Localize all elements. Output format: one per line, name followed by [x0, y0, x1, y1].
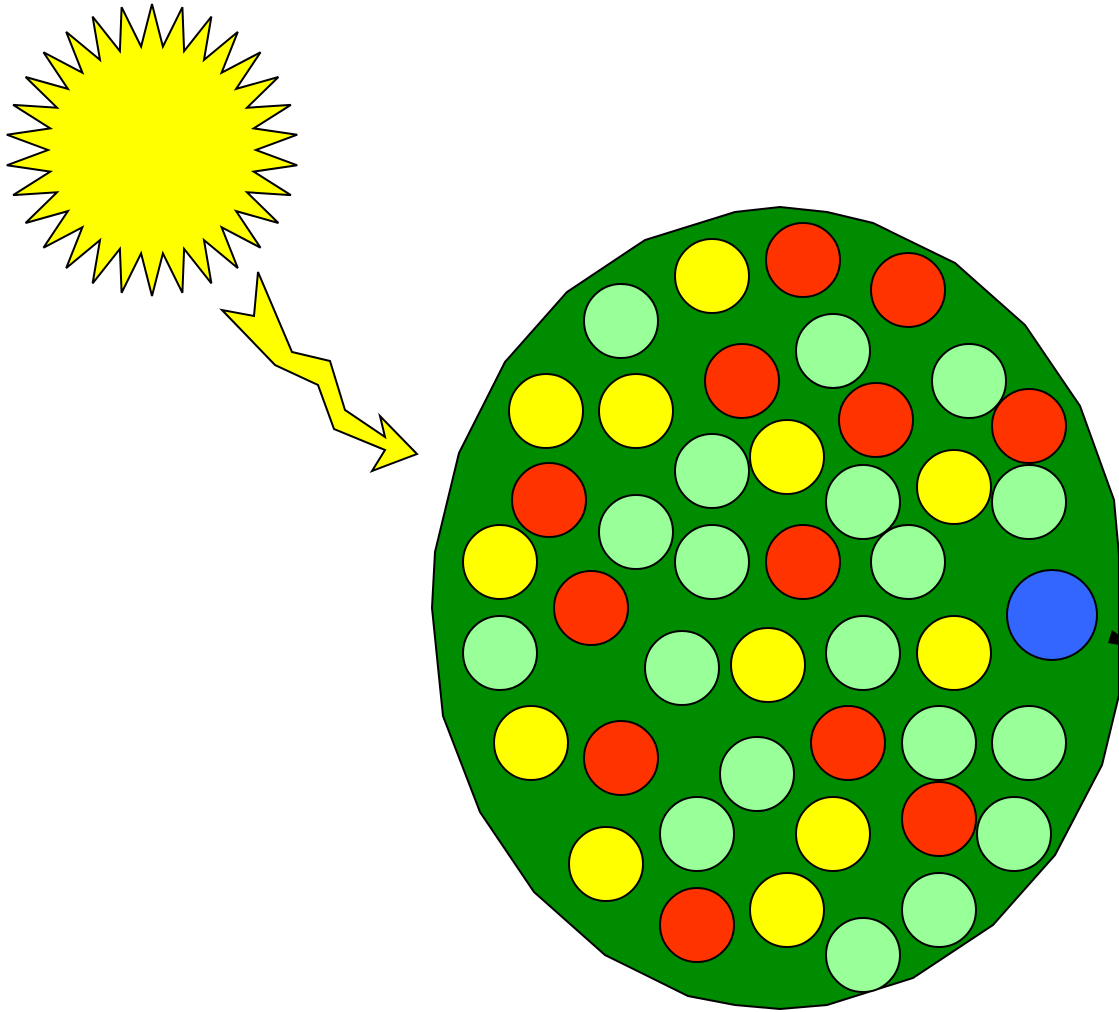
blue-particle [1007, 570, 1097, 660]
yellow-particle [731, 628, 805, 702]
light-green-particle [660, 797, 734, 871]
yellow-particle [463, 525, 537, 599]
light-green-particle [826, 616, 900, 690]
red-particle [839, 383, 913, 457]
light-green-particle [463, 616, 537, 690]
yellow-particle [750, 420, 824, 494]
red-particle [902, 782, 976, 856]
yellow-particle [494, 706, 568, 780]
red-particle [660, 888, 734, 962]
light-green-particle [977, 797, 1051, 871]
light-green-particle [584, 284, 658, 358]
red-particle [871, 253, 945, 327]
yellow-particle [917, 616, 991, 690]
light-green-particle [645, 631, 719, 705]
red-particle [512, 463, 586, 537]
red-particle [584, 721, 658, 795]
red-particle [766, 525, 840, 599]
light-green-particle [599, 495, 673, 569]
yellow-particle [750, 873, 824, 947]
yellow-particle [675, 239, 749, 313]
light-green-particle [871, 525, 945, 599]
light-green-particle [675, 434, 749, 508]
sun-icon [7, 4, 297, 296]
lightning-bolt-shape [222, 272, 417, 471]
light-green-particle [796, 314, 870, 388]
red-particle [705, 344, 779, 418]
red-particle [766, 223, 840, 297]
light-green-particle [826, 918, 900, 992]
yellow-particle [599, 374, 673, 448]
red-particle [992, 389, 1066, 463]
light-green-particle [675, 525, 749, 599]
light-green-particle [902, 873, 976, 947]
red-particle [811, 706, 885, 780]
light-green-particle [826, 465, 900, 539]
light-green-particle [932, 344, 1006, 418]
lightning-bolt-icon [222, 272, 417, 471]
yellow-particle [569, 827, 643, 901]
sun-rays [7, 4, 297, 296]
light-green-particle [992, 706, 1066, 780]
light-green-particle [992, 465, 1066, 539]
yellow-particle [917, 450, 991, 524]
light-green-particle [902, 706, 976, 780]
red-particle [554, 571, 628, 645]
yellow-particle [509, 374, 583, 448]
yellow-particle [796, 797, 870, 871]
light-green-particle [720, 737, 794, 811]
